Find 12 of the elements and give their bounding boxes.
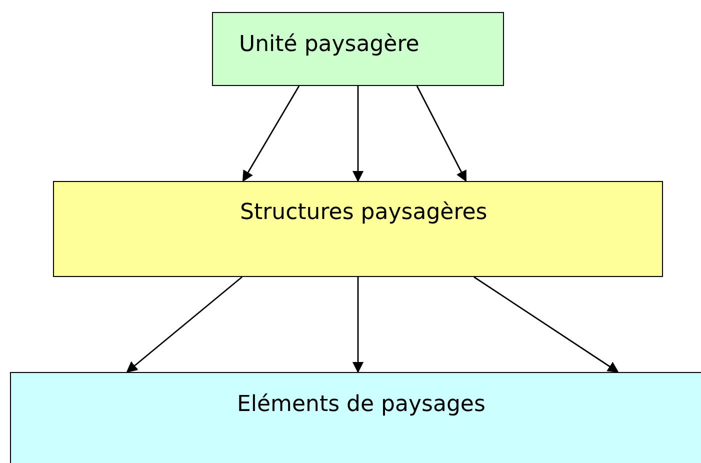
unit-box (212, 12, 504, 86)
node-label: Unité paysagère (239, 32, 420, 57)
arrow (416, 86, 467, 182)
arrow (126, 276, 242, 373)
arrow (242, 86, 300, 182)
structure-box (53, 181, 663, 277)
arrow (474, 276, 618, 373)
node-label: Eléments de paysages (237, 392, 486, 417)
arrow (352, 86, 364, 182)
element-box (10, 372, 701, 463)
node-label: Structures paysagères (240, 200, 488, 225)
arrow (352, 277, 364, 372)
